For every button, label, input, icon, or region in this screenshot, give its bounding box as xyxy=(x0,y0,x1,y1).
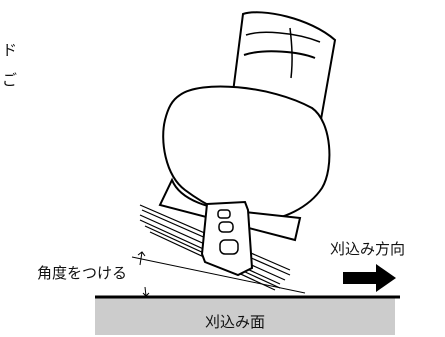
direction-label: 刈込み方向 xyxy=(330,240,406,258)
mount-slot-3 xyxy=(219,239,239,255)
clipped-text-fragment-2: ご xyxy=(2,71,18,89)
handle-center-line xyxy=(289,27,293,79)
handle-grip-curve xyxy=(243,50,316,59)
mount-slot-1 xyxy=(217,209,231,219)
angle-label: 角度をつける xyxy=(37,264,128,282)
clipped-text-fragment-1: ド xyxy=(2,41,18,59)
surface-label: 刈込み面 xyxy=(205,313,266,331)
trimmer-device xyxy=(139,11,337,291)
handle-inner-curve xyxy=(245,31,321,43)
cutting-surface-block xyxy=(95,297,395,335)
angle-arrow-lower xyxy=(142,286,150,297)
angle-arrow-upper xyxy=(137,251,146,266)
angle-guide-line xyxy=(131,256,306,294)
direction-arrow-icon xyxy=(343,264,396,292)
mount-slot-2 xyxy=(218,221,234,233)
blade-mount-plate xyxy=(200,200,254,277)
